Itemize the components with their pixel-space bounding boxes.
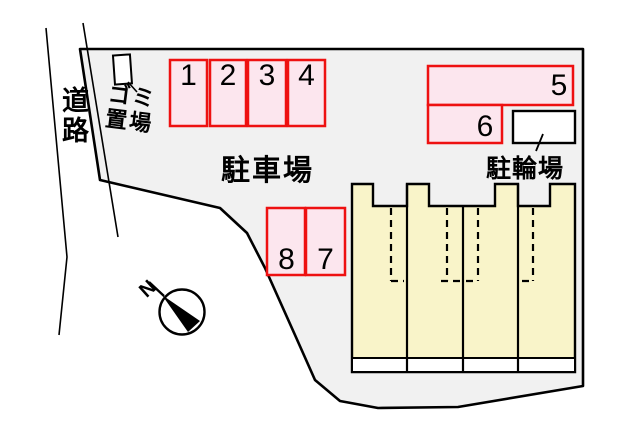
- parking-spot-6-box: [426, 103, 504, 145]
- parking-spot-3-box: [246, 58, 288, 128]
- compass: [148, 281, 206, 336]
- parking-spot-5-box: [426, 64, 575, 107]
- bicycle-label-leader-line: [535, 133, 544, 152]
- parking-spot-8-number: 8: [278, 243, 295, 276]
- garbage-area-label: ゴミ 置場: [104, 81, 158, 137]
- bicycle-parking-label: 駐輪場: [486, 155, 565, 183]
- road-edge-line-right: [82, 22, 119, 238]
- parking-spot-5-number: 5: [550, 69, 568, 102]
- road-edge-line-left: [45, 27, 68, 336]
- parking-spot-7-number: 7: [317, 243, 334, 276]
- building: [350, 182, 577, 374]
- parking-spot-2-box: [208, 58, 248, 128]
- parking-lot-label: 駐車場: [221, 155, 315, 187]
- building-entry-dashed-paths: [389, 208, 535, 283]
- compass-needle-icon: [162, 295, 200, 332]
- parking-spot-7-box: [304, 206, 347, 277]
- garbage-box-icon: [111, 53, 134, 86]
- entry-dashed-unit-3: [466, 208, 480, 283]
- entry-dashed-unit-1: [389, 208, 404, 283]
- parking-spot-group: [168, 58, 575, 277]
- parking-spot-1-box: [168, 58, 209, 128]
- parking-spot-4-box: [286, 58, 327, 128]
- entry-dashed-unit-4: [522, 208, 535, 283]
- road-label: 道路: [58, 86, 88, 146]
- bicycle-parking-box: [511, 109, 577, 145]
- parking-spot-4-number: 4: [298, 59, 315, 92]
- compass-needle-tail: [148, 281, 165, 297]
- parking-spot-6-number: 6: [476, 110, 494, 143]
- entry-dashed-unit-2: [441, 208, 460, 283]
- parking-spot-3-number: 3: [258, 59, 276, 92]
- parking-spot-2-number: 2: [219, 59, 237, 92]
- parking-spot-1-number: 1: [180, 59, 197, 92]
- garbage-leader-line: [127, 81, 138, 93]
